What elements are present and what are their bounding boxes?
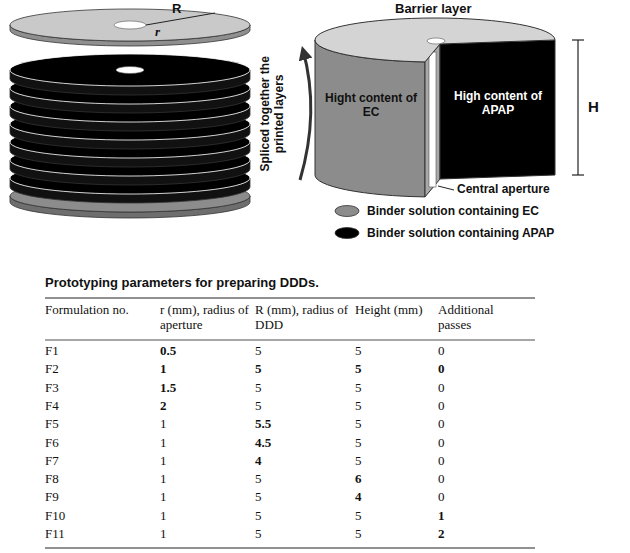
table-cell: 0.5 xyxy=(160,344,176,359)
table-cell: 5 xyxy=(355,381,362,396)
table-cell: 5 xyxy=(355,344,362,359)
table-cell: F1 xyxy=(45,344,59,359)
legend-swatch xyxy=(335,206,359,217)
table-header: Formulation no. xyxy=(45,303,155,318)
table-rule xyxy=(45,298,535,299)
table-cell: 5.5 xyxy=(255,417,271,432)
table-cell: 5 xyxy=(255,399,262,414)
table-cell: 2 xyxy=(438,527,445,542)
table-cell: F9 xyxy=(45,490,59,505)
table-cell: 5 xyxy=(255,472,262,487)
table-cell: 5 xyxy=(355,362,362,377)
table-cell: 1 xyxy=(160,362,167,377)
legend-item: Binder solution containing EC xyxy=(333,204,539,218)
radius-label: R xyxy=(172,2,181,17)
apap-cut-face xyxy=(440,40,555,179)
layer-top xyxy=(10,54,250,86)
layer-stack xyxy=(10,9,250,218)
table-header: R (mm), radius of DDD xyxy=(255,303,350,333)
legend-swatch xyxy=(335,228,359,239)
table-header: r (mm), radius of aperture xyxy=(160,303,255,333)
top-barrier-disc xyxy=(10,9,250,46)
table-cell: 5 xyxy=(355,454,362,469)
table-cell: 5 xyxy=(255,344,262,359)
leader-line xyxy=(438,186,454,190)
table-title: Prototyping parameters for preparing DDD… xyxy=(45,276,319,291)
table-cell: 5 xyxy=(255,490,262,505)
table-cell: 0 xyxy=(438,454,445,469)
table-cell: 0 xyxy=(438,436,445,451)
table-cell: 0 xyxy=(438,472,445,487)
table-cell: F6 xyxy=(45,436,59,451)
table-cell: 4 xyxy=(255,454,262,469)
legend-text: Binder solution containing EC xyxy=(367,204,539,218)
table-cell: 0 xyxy=(438,399,445,414)
dimension-tick xyxy=(572,39,584,40)
curved-arrow xyxy=(300,50,311,180)
table-cell: 5 xyxy=(255,362,262,377)
barrier-top-surface xyxy=(315,18,555,62)
table-cell: 0 xyxy=(438,362,445,377)
part-name: Hight content of EC xyxy=(321,92,421,120)
table-cell: F10 xyxy=(45,509,65,524)
table-rule xyxy=(45,548,535,549)
layer-top xyxy=(10,9,250,41)
table-cell: 0 xyxy=(438,417,445,432)
table-cell: F8 xyxy=(45,472,59,487)
table-cell: 1 xyxy=(160,472,167,487)
table-cell: 6 xyxy=(355,472,362,487)
table-cell: 5 xyxy=(255,509,262,524)
table-cell: 5 xyxy=(255,381,262,396)
legend-swatch-frame xyxy=(333,226,361,240)
table-cell: 5 xyxy=(355,436,362,451)
table-cell: 5 xyxy=(355,527,362,542)
table-rule xyxy=(45,340,535,341)
table-cell: F5 xyxy=(45,417,59,432)
central-aperture xyxy=(429,52,436,187)
table-cell: 1 xyxy=(160,509,167,524)
table-cell: 1 xyxy=(160,527,167,542)
dimension-tick xyxy=(572,174,584,175)
table-cell: 0 xyxy=(438,344,445,359)
dimension-label: H xyxy=(588,98,599,115)
table-cell: F2 xyxy=(45,362,59,377)
table-cell: 5 xyxy=(255,527,262,542)
height-dimension-line xyxy=(577,40,578,175)
table-cell: 5 xyxy=(355,399,362,414)
layer-aperture xyxy=(114,21,146,29)
table-cell: 0 xyxy=(438,381,445,396)
table-cell: 1 xyxy=(160,454,167,469)
apap-layer xyxy=(10,54,250,95)
table-header: Additional passes xyxy=(438,303,518,333)
legend-item: Binder solution containing APAP xyxy=(333,226,554,240)
table-cell: 0 xyxy=(438,490,445,505)
process-note: Spliced together the printed layers xyxy=(258,47,286,182)
part-name: High content of APAP xyxy=(448,90,548,118)
table-cell: 1.5 xyxy=(160,381,176,396)
table-cell: F7 xyxy=(45,454,59,469)
table-cell: 2 xyxy=(160,399,167,414)
radius-label: r xyxy=(155,25,160,40)
table-cell: F4 xyxy=(45,399,59,414)
table-cell: 5 xyxy=(355,509,362,524)
legend-swatch-frame xyxy=(333,204,361,218)
table-cell: F11 xyxy=(45,527,65,542)
part-name: Barrier layer xyxy=(395,2,472,17)
table-cell: 4.5 xyxy=(255,436,271,451)
layer-aperture xyxy=(116,67,144,74)
aperture-cut-face xyxy=(425,44,440,197)
ec-outer-face xyxy=(315,40,425,197)
table-cell: F3 xyxy=(45,381,59,396)
table-cell: 1 xyxy=(160,490,167,505)
part-name: Central aperture xyxy=(457,183,550,197)
aperture-opening xyxy=(427,38,445,44)
table-cell: 4 xyxy=(355,490,362,505)
legend-text: Binder solution containing APAP xyxy=(367,226,554,240)
table-header: Height (mm) xyxy=(355,303,435,318)
table-cell: 1 xyxy=(160,436,167,451)
table-cell: 1 xyxy=(438,509,445,524)
table-cell: 1 xyxy=(160,417,167,432)
table-cell: 5 xyxy=(355,417,362,432)
